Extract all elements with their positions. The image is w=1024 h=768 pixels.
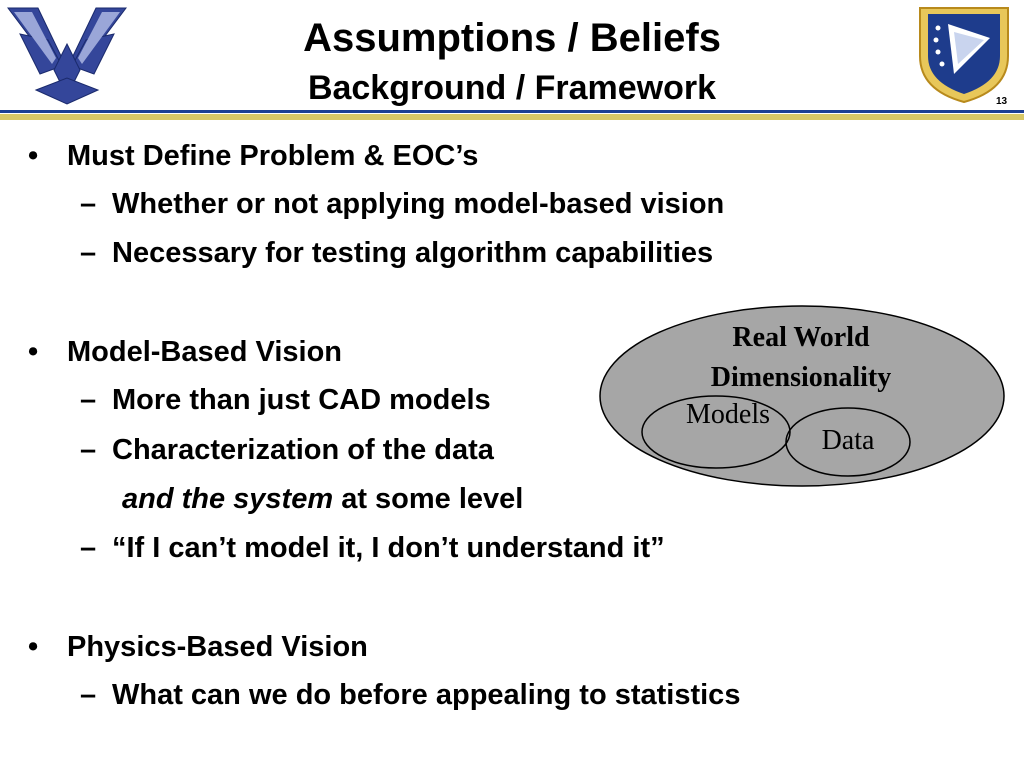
sub-bullet-item: “If I can’t model it, I don’t understand…: [112, 532, 665, 564]
slide-title: Assumptions / Beliefs: [303, 16, 721, 60]
bullet-marker: •: [28, 140, 39, 172]
bullet-item: Must Define Problem & EOC’s: [67, 140, 479, 172]
header-rule-blue: [0, 110, 1024, 113]
continuation-rest: at some level: [333, 483, 524, 515]
data-label: Data: [821, 425, 875, 456]
dimensionality-diagram: Real World Dimensionality Models Data: [596, 302, 1008, 492]
dash-marker: –: [80, 237, 97, 269]
page-number: 13: [996, 96, 1008, 107]
continuation-italic: and the system: [122, 483, 334, 515]
sub-bullet-item: More than just CAD models: [112, 384, 491, 416]
sub-bullet-item: Characterization of the data: [112, 434, 494, 466]
real-world-label: Real World Dimensionality: [710, 322, 892, 393]
dash-marker: –: [80, 384, 97, 416]
bullet-item: Physics-Based Vision: [67, 631, 368, 663]
sub-bullet-item: What can we do before appealing to stati…: [112, 679, 741, 711]
bullet-item: Model-Based Vision: [67, 336, 343, 368]
diagram-shapes: [599, 305, 1005, 487]
dash-marker: –: [80, 434, 97, 466]
bullet-marker: •: [28, 336, 39, 368]
header-rule-gold: [0, 114, 1024, 120]
slide-subtitle: Background / Framework: [307, 69, 717, 107]
models-ellipse: [641, 395, 791, 469]
models-label: Models: [686, 399, 770, 430]
real-world-ellipse: [599, 305, 1005, 487]
sub-bullet-continuation: and the system at some level: [122, 481, 523, 517]
air-force-logo: [0, 0, 134, 108]
dash-marker: –: [80, 188, 97, 220]
afrl-shield-logo: [919, 7, 1009, 104]
dash-marker: –: [80, 679, 97, 711]
sub-bullet-item: Necessary for testing algorithm capabili…: [112, 237, 714, 269]
data-ellipse: [785, 407, 911, 477]
bullet-marker: •: [28, 631, 39, 663]
dash-marker: –: [80, 532, 97, 564]
sub-bullet-item: Whether or not applying model-based visi…: [112, 188, 725, 220]
